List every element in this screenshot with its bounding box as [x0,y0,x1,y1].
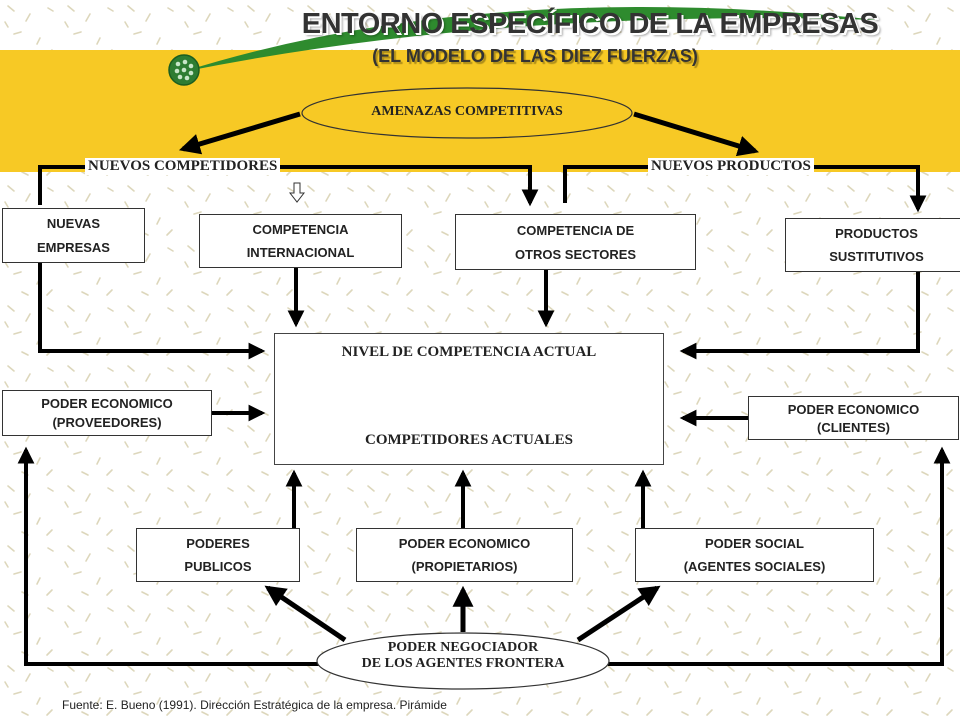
box-competencia-internacional: COMPETENCIA INTERNACIONAL [199,214,402,268]
box-line: PODER ECONOMICO [787,401,920,417]
page-subtitle: (EL MODELO DE LAS DIEZ FUERZAS) [372,46,698,66]
box-line: (PROVEEDORES) [52,415,162,430]
box-line: SUSTITUTIVOS [829,249,924,264]
arrow-negociador-to-publicos [264,585,347,643]
nuevos-competidores-label: NUEVOS COMPETIDORES [85,158,281,175]
arrow-nuevas-to-center [38,263,266,360]
center-box-competencia-actual: NIVEL DE COMPETENCIA ACTUAL COMPETIDORES… [274,333,664,465]
negociador-line: DE LOS AGENTES FRONTERA [361,656,565,671]
box-clientes: PODER ECONOMICO (CLIENTES) [748,396,959,440]
amenazas-label: AMENAZAS COMPETITIVAS [371,104,563,119]
box-propietarios: PODER ECONOMICO (PROPIETARIOS) [356,528,573,582]
box-line: EMPRESAS [37,239,110,255]
box-line: PODERES [186,536,250,551]
box-line: PODER ECONOMICO [398,536,531,551]
box-nuevas-empresas: NUEVAS EMPRESAS [2,208,145,263]
negociador-label: PODER NEGOCIADOR DE LOS AGENTES FRONTERA [318,640,608,672]
arrow-negociador-to-clientes [608,446,951,666]
box-line: NUEVAS [46,216,101,232]
logo-dots [174,59,194,81]
arrow-amenazas-to-productos [633,111,760,157]
box-proveedores: PODER ECONOMICO (PROVEEDORES) [2,390,212,436]
arrow-amenazas-to-competidores [178,111,301,155]
box-line: PODER SOCIAL [705,536,804,551]
box-competencia-otros-sectores: COMPETENCIA DE OTROS SECTORES [455,214,696,270]
box-line: INTERNACIONAL [246,245,355,260]
box-line: (PROPIETARIOS) [411,559,518,574]
box-agentes-sociales: PODER SOCIAL (AGENTES SOCIALES) [635,528,874,582]
center-bottom-label: COMPETIDORES ACTUALES [365,432,573,448]
negociador-oval [316,632,610,690]
arrow-sustitutivos-to-center [679,272,920,360]
amenazas-oval [301,87,633,139]
box-productos-sustitutivos: PRODUCTOS SUSTITUTIVOS [785,218,960,272]
source-footer: Fuente: E. Bueno (1991). Dirección Estra… [62,698,447,712]
arrow-negociador-to-sociales [576,585,661,643]
box-line: COMPETENCIA DE [516,222,635,238]
negociador-line: PODER NEGOCIADOR [387,640,539,655]
green-swoosh [182,7,878,72]
box-line: OTROS SECTORES [514,246,637,262]
nuevos-productos-label: NUEVOS PRODUCTOS [648,158,814,175]
box-line: PODER ECONOMICO [41,396,173,411]
line-nuevos-competidores [38,165,539,207]
box-poderes-publicos: PODERES PUBLICOS [136,528,300,582]
box-line: COMPETENCIA [252,222,349,237]
arrow-negociador-to-proveedores [17,446,325,666]
box-line: (CLIENTES) [817,419,890,435]
box-line: PUBLICOS [184,559,252,574]
box-line: PRODUCTOS [835,226,918,241]
hollow-down-arrow-icon [288,182,306,203]
center-top-label: NIVEL DE COMPETENCIA ACTUAL [341,344,597,360]
page-title: ENTORNO ESPECÍFICO DE LA EMPRESAS [301,8,879,40]
box-line: (AGENTES SOCIALES) [683,559,826,574]
